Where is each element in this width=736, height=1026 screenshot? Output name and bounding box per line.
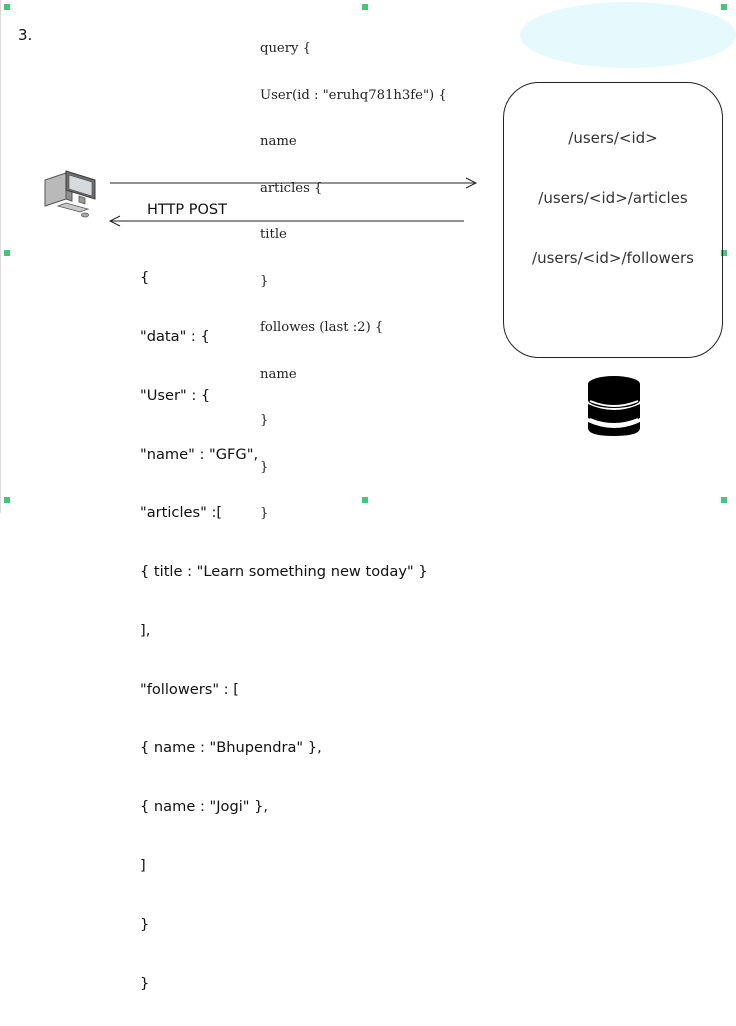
response-line: ] [140,857,146,874]
query-line: name [260,366,297,382]
query-line: } [260,459,269,475]
response-line: "name" : "GFG", [140,445,259,463]
selection-handle[interactable] [4,497,10,503]
query-line: } [260,413,269,428]
query-line: title [260,227,287,242]
query-line: } [260,273,269,289]
selection-handle[interactable] [362,497,368,503]
selection-handle[interactable] [4,4,10,10]
response-line: { [140,269,150,287]
query-line: name [260,134,297,149]
query-line: followes (last :2) { [260,320,384,335]
graphql-query: query { User(id : "eruhq781h3fe") { name… [260,10,447,537]
query-line: query { [260,41,312,56]
endpoint-users-followers: /users/<id>/followers [532,249,694,267]
computer-icon [44,170,96,218]
response-line: } [140,915,150,933]
database-icon [588,376,640,436]
diagram-overlay [44,170,640,436]
selection-handle[interactable] [721,250,727,256]
query-line: User(id : "eruhq781h3fe") { [260,87,447,103]
request-arrow [110,177,478,189]
response-arrow [108,215,464,227]
response-line: { name : "Bhupendra" }, [140,739,322,757]
http-post-label: HTTP POST [147,202,227,218]
response-line: } [140,974,150,992]
canvas-left-edge [0,0,1,513]
step-number: 3. [18,26,33,44]
cloud-shape [520,2,736,68]
response-line: { name : "Jogi" }, [140,798,269,816]
response-line: "followers" : [ [140,680,239,698]
selection-handle[interactable] [362,4,368,10]
response-line: { title : "Learn something new today" } [140,563,428,581]
selection-handle[interactable] [721,497,727,503]
response-line: ], [140,621,151,639]
selection-handle[interactable] [4,250,10,256]
response-line: "data" : { [140,327,210,345]
query-line: articles { [260,180,323,196]
endpoint-users: /users/<id> [568,129,658,147]
server-endpoints-box[interactable] [503,82,723,358]
endpoint-users-articles: /users/<id>/articles [538,189,688,207]
response-line: "User" : { [140,386,211,404]
selection-handle[interactable] [721,4,727,10]
